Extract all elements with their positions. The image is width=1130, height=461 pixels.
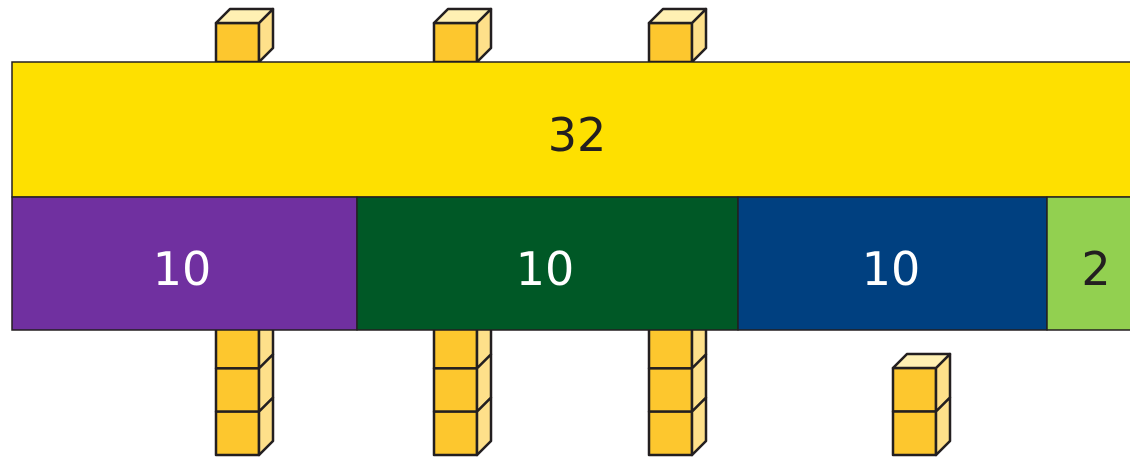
- cube-front-face: [216, 23, 259, 62]
- cube-front-face: [216, 325, 259, 368]
- cube-front-face: [893, 368, 936, 412]
- cube-front-face: [434, 23, 477, 62]
- cube-front-face: [649, 368, 692, 411]
- part-label: 10: [153, 242, 212, 296]
- cube-front-face: [649, 325, 692, 368]
- part-label: 10: [862, 242, 921, 296]
- cube-front-face: [893, 412, 936, 456]
- unit-cubes: [893, 354, 950, 455]
- total-label: 32: [548, 108, 607, 162]
- part-bars: 10 10 10 2: [12, 197, 1130, 330]
- part-label: 2: [1081, 242, 1110, 296]
- cube-front-face: [434, 412, 477, 455]
- cube-front-face: [434, 368, 477, 411]
- cube-front-face: [649, 412, 692, 455]
- cube-front-face: [649, 23, 692, 62]
- part-label: 10: [516, 242, 575, 296]
- cube-front-face: [434, 325, 477, 368]
- cube-front-face: [216, 368, 259, 411]
- cube-front-face: [216, 412, 259, 455]
